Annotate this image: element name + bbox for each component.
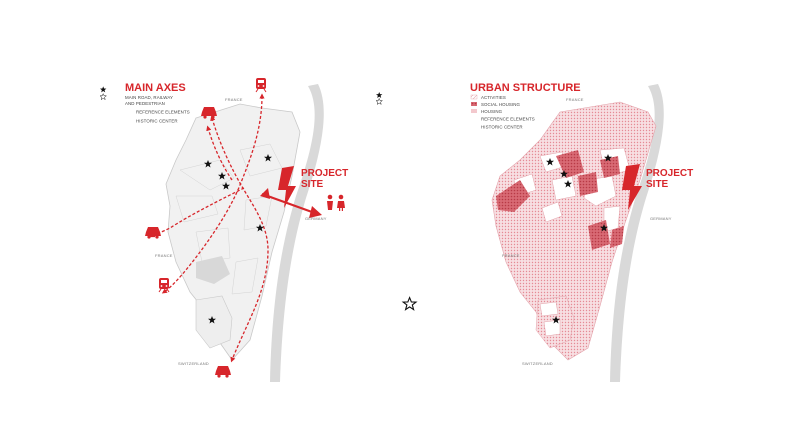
pedestrians-icon [327,194,345,211]
northwest-axis [206,125,233,181]
legend-activities-label: ACTIVITIES [481,95,506,100]
filled-star-icon [376,92,383,98]
right-country-west: FRANCE [502,253,520,258]
right-legend: ACTIVITIES SOCIAL HOUSING HOUSING REFERE… [375,92,535,130]
legend-historic-center-label: HISTORIC CENTER [136,119,178,124]
car-icon-west [145,227,161,239]
left-project-label-line1: PROJECT [301,168,348,179]
outline-star-icon [375,98,383,105]
left-project-label-line2: SITE [301,179,324,190]
left-map-subtitle-line1: MAIN ROAD, RAILWAY [125,95,173,100]
activities-swatch-icon [470,94,478,100]
car-icon-south [215,366,231,378]
left-map-subtitle-line2: AND PEDESTRIAN [125,101,165,106]
right-map: URBAN STRUCTURE ACTIVITIES SOCIAL HOUSIN… [375,82,693,382]
left-project-site-icon [278,166,296,208]
train-icon-south [158,278,170,293]
railway-axis [161,93,265,294]
right-project-label-line1: PROJECT [646,168,693,179]
left-river [270,84,324,382]
left-axes [149,93,269,363]
west-road-axis [149,187,245,238]
right-country-south: SWITZERLAND [522,361,553,366]
left-map-title: MAIN AXES [125,82,186,94]
right-country-east: GERMANY [650,216,672,221]
right-project-label-line2: SITE [646,179,669,190]
legend-historic-center-label: HISTORIC CENTER [481,125,523,130]
filled-star-icon [100,86,107,93]
legend-reference-elements-label: REFERENCE ELEMENTS [136,110,190,115]
left-country-east: GERMANY [305,216,327,221]
right-map-title: URBAN STRUCTURE [470,82,581,94]
train-icon-north [255,78,267,93]
right-country-north: FRANCE [566,97,584,102]
right-project-site-icon [622,164,642,210]
legend-social-housing-label: SOCIAL HOUSING [481,102,521,107]
right-south-blocks [539,301,561,337]
left-country-west: FRANCE [155,253,173,258]
car-icon-north [201,107,217,119]
housing-swatch-icon [471,109,477,113]
left-legend: REFERENCE ELEMENTS HISTORIC CENTER [99,86,190,124]
legend-reference-elements-label: REFERENCE ELEMENTS [481,117,535,122]
left-map: MAIN AXES MAIN ROAD, RAILWAY AND PEDESTR… [99,78,417,382]
social-housing-swatch-icon [471,102,477,106]
historic-center-star-icon [402,296,417,311]
outline-star-icon [99,93,107,100]
left-country-north: FRANCE [225,97,243,102]
legend-housing-label: HOUSING [481,109,503,114]
pedestrian-arrow [260,188,322,218]
left-country-south: SWITZERLAND [178,361,209,366]
right-river [610,84,664,382]
